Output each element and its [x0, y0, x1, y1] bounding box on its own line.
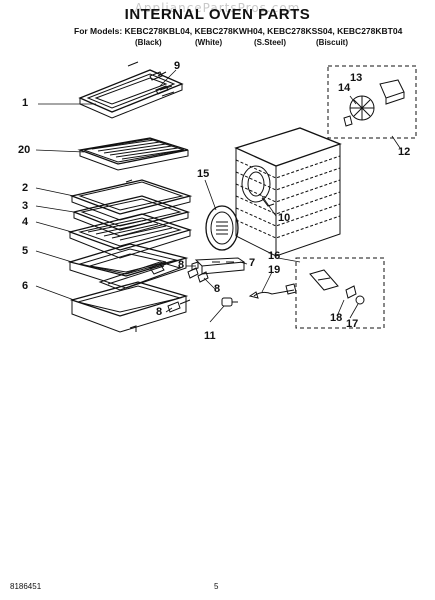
callout-8a: 8 — [178, 259, 185, 271]
finish-biscuit: (Biscuit) — [316, 38, 348, 47]
oven-rack-frame — [67, 213, 193, 259]
heat-shield — [77, 137, 189, 171]
callout-13: 13 — [350, 72, 363, 84]
callout-16: 16 — [268, 250, 281, 262]
callout-5: 5 — [22, 245, 29, 257]
oven-cavity — [234, 127, 342, 257]
callout-2: 2 — [22, 182, 29, 194]
callout-4: 4 — [22, 216, 29, 228]
oven-temp-sensor — [248, 283, 297, 299]
watermark: AppliancePartsPros.com — [134, 1, 301, 15]
callout-12: 12 — [398, 146, 411, 158]
bake-element — [67, 243, 189, 291]
callout-1: 1 — [22, 97, 29, 109]
terminal-clips — [149, 71, 169, 95]
callout-20: 20 — [18, 144, 31, 156]
thermostat-sensor — [221, 297, 238, 307]
callout-7: 7 — [249, 257, 256, 269]
bottom-pan — [69, 281, 189, 333]
finish-white: (White) — [195, 38, 223, 47]
vent-bracket — [187, 257, 246, 279]
callout-9: 9 — [174, 60, 181, 72]
callout-19: 19 — [268, 264, 281, 276]
convection-baffle — [205, 205, 239, 251]
screw-8-lower — [167, 299, 191, 313]
callout-11: 11 — [204, 330, 216, 342]
leader-lines — [35, 69, 401, 323]
models-line: For Models: KEBC278KBL04, KEBC278KWH04, … — [74, 26, 403, 36]
broil-element — [78, 61, 184, 119]
callout-6: 6 — [22, 280, 29, 292]
finish-black: (Black) — [135, 38, 162, 47]
callout-14: 14 — [338, 82, 351, 94]
callout-8b: 8 — [214, 283, 221, 295]
callout-15: 15 — [197, 168, 210, 180]
page-number: 5 — [214, 582, 219, 591]
convection-motor-box — [327, 65, 417, 139]
hidden-parts-box — [295, 257, 385, 329]
callout-10: 10 — [278, 212, 291, 224]
screw-8-upper — [191, 261, 209, 283]
document-number: 8186451 — [10, 582, 42, 591]
callout-18: 18 — [330, 312, 343, 324]
diagram-title: INTERNAL OVEN PARTS — [124, 6, 311, 23]
finish-steel: (S.Steel) — [254, 38, 287, 47]
callout-8c: 8 — [156, 306, 163, 318]
callout-17: 17 — [346, 318, 359, 330]
callout-3: 3 — [22, 200, 29, 212]
